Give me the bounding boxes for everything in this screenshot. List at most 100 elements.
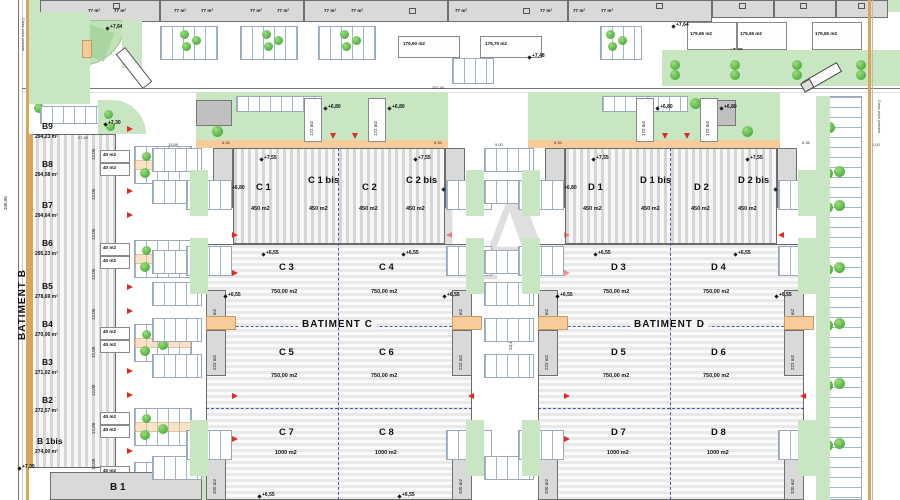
side-cell-area-b-6: 40 m2 xyxy=(103,342,117,347)
parking-d-out-1 xyxy=(484,148,534,172)
tree-icon xyxy=(670,60,680,70)
road-edge-right xyxy=(868,0,871,500)
top-unit-block-3 xyxy=(304,0,448,22)
unit-label-c1bis: C 1 bis xyxy=(308,175,340,186)
frame-line-left-2 xyxy=(22,0,23,500)
tree-icon xyxy=(792,60,802,70)
side-area-d-l3: 222 m2 xyxy=(544,354,549,370)
dim-left-vertical: 108,00 xyxy=(3,196,8,210)
orange-d-left xyxy=(538,316,568,330)
unit-area-b6: 295,23 m² xyxy=(35,251,58,257)
unit-label-c7: C 7 xyxy=(279,427,294,438)
villa-block-2 xyxy=(398,36,460,58)
parking-d-out-4 xyxy=(484,282,534,306)
side-area-d-l4: 320 m2 xyxy=(544,478,549,494)
tree-icon xyxy=(264,42,273,51)
tree-icon xyxy=(158,424,168,434)
unit-area-d5: 750,00 m2 xyxy=(603,373,630,379)
top-unit-area-12: 77 m² xyxy=(601,8,614,13)
plan-symbol-icon-2 xyxy=(523,8,530,14)
side-area-c-l4: 320 m2 xyxy=(212,478,217,494)
top-villa-block-2 xyxy=(774,0,836,18)
entry-arrow-d-3 xyxy=(564,232,570,238)
unit-label-c6: C 6 xyxy=(379,347,394,358)
top-unit-area-6: 77 m² xyxy=(277,8,290,13)
unit-area-c2bis: 450 m2 xyxy=(406,206,425,212)
dim-right-4-00: 4,00 xyxy=(872,142,880,147)
entry-arrow-d-1 xyxy=(778,232,784,238)
unit-label-c3: C 3 xyxy=(279,262,294,273)
green-d-l3 xyxy=(522,420,540,476)
flow-arrow-d-1 xyxy=(662,133,668,139)
orange-d-right xyxy=(784,316,814,330)
level-mark-e: +7,48 xyxy=(532,53,545,59)
side-cell-b-3 xyxy=(100,243,130,256)
tree-icon xyxy=(180,30,189,39)
unit-area-c6: 750,00 m2 xyxy=(371,373,398,379)
side-area-c-r3: 222 m2 xyxy=(458,354,463,370)
unit-area-c1: 450 m2 xyxy=(251,206,270,212)
unit-area-b4: 270,06 m² xyxy=(35,332,58,338)
unit-area-c4: 750,00 m2 xyxy=(371,289,398,295)
parking-d-out-6 xyxy=(484,354,534,378)
unit-area-c5: 750,00 m2 xyxy=(271,373,298,379)
parking-d-out-5 xyxy=(484,318,534,342)
level-mark-d-r3b: +6,55 xyxy=(779,292,792,298)
tree-icon xyxy=(834,262,845,273)
unit-area-c1bis: 450 m2 xyxy=(309,206,328,212)
villa-block-5 xyxy=(737,22,787,50)
unit-area-c7: 1000 m2 xyxy=(275,450,297,456)
side-cell-area-b-8: 40 m2 xyxy=(103,427,117,432)
unit-area-d6: 750,00 m2 xyxy=(703,373,730,379)
parking-row-4 xyxy=(452,58,494,84)
street-label-top: Crées voirie primaire xyxy=(21,18,25,52)
side-cell-area-b-5: 40 m2 xyxy=(103,329,117,334)
green-c-r1 xyxy=(466,170,484,216)
level-mark-d-r2b: +6,55 xyxy=(738,250,751,256)
building-c-row1 xyxy=(233,148,445,244)
unit-area-b9: 294,23 m² xyxy=(35,134,58,140)
unit-area-d2: 450 m2 xyxy=(691,206,710,212)
unit-area-d1bis: 450 m2 xyxy=(641,206,660,212)
level-mark-d-r2a: +6,55 xyxy=(598,250,611,256)
tree-icon xyxy=(158,340,168,350)
side-cell-area-b-1: 40 m2 xyxy=(103,152,117,157)
unit-area-d4: 750,00 m2 xyxy=(703,289,730,295)
level-mark-d-r1a: +7,55 xyxy=(596,155,609,161)
entry-arrow-b-8 xyxy=(127,448,133,454)
top-unit-area-3: 77 m² xyxy=(174,8,187,13)
tree-icon xyxy=(192,36,201,45)
building-d-row1 xyxy=(565,148,777,244)
dim-b-depth-7: 12,00 xyxy=(91,384,96,396)
tree-icon xyxy=(742,126,753,137)
side-area-c-r4: 320 m2 xyxy=(458,478,463,494)
entry-arrow-d-6 xyxy=(564,436,570,442)
top-cell-area-d-right: 172 m2 xyxy=(705,120,710,136)
parking-c-out-1 xyxy=(152,148,202,172)
side-cell-area-b-3: 40 m2 xyxy=(103,245,117,250)
entry-arrow-b-6 xyxy=(127,368,133,374)
dim-d-road-2: 6,36 xyxy=(802,140,810,145)
villa-block-4 xyxy=(687,22,737,50)
unit-label-b1: B 1 xyxy=(110,482,126,493)
level-mark-d-top-1: +6,80 xyxy=(660,104,673,110)
building-c-title: BATIMENT C xyxy=(298,320,377,330)
side-cell-area-b-4: 40 m2 xyxy=(103,258,117,263)
tree-icon xyxy=(142,152,151,161)
unit-area-b3: 271,02 m² xyxy=(35,370,58,376)
street-label-right: Crées voirie primaire xyxy=(877,100,881,134)
level-mark-d-r3a: +6,55 xyxy=(560,292,573,298)
level-mark-c-r1c: +6,80 xyxy=(232,185,245,191)
side-cell-area-b-7: 40 m2 xyxy=(103,414,117,419)
side-cell-b-1 xyxy=(100,150,130,163)
unit-label-d4: D 4 xyxy=(711,262,726,273)
green-c-r2 xyxy=(466,238,484,294)
top-unit-block-5 xyxy=(568,0,712,22)
top-cell-d-left xyxy=(636,98,654,142)
plan-symbol-icon-7 xyxy=(113,3,120,9)
unit-label-c4: C 4 xyxy=(379,262,394,273)
level-mark-c-top-2: +6,80 xyxy=(392,104,405,110)
entry-arrow-b-1 xyxy=(127,126,133,132)
frame-line-top-2 xyxy=(22,92,900,93)
plan-symbol-icon-4 xyxy=(739,3,746,9)
